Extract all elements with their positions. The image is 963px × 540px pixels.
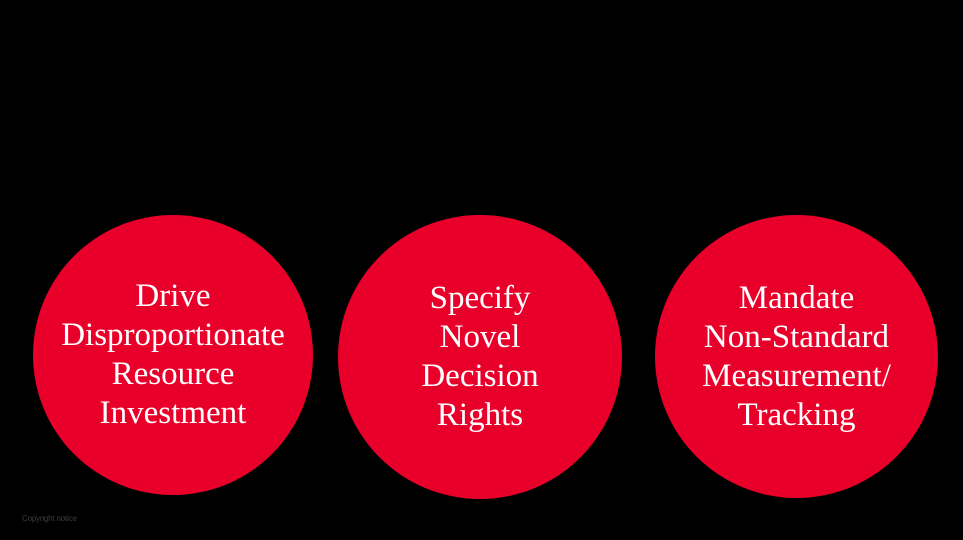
circle-mandate-non-standard-measurement-tracking[interactable]: Mandate Non-Standard Measurement/ Tracki… <box>655 215 938 498</box>
circle-2-label: Specify Novel Decision Rights <box>421 280 539 433</box>
attribution-text: Copyright notice <box>22 514 77 523</box>
circle-3-label: Mandate Non-Standard Measurement/ Tracki… <box>702 279 891 433</box>
circle-drive-disproportionate-resource-investment[interactable]: Drive Disproportionate Resource Investme… <box>33 215 313 495</box>
circle-specify-novel-decision-rights[interactable]: Specify Novel Decision Rights <box>338 215 622 499</box>
circle-1-label: Drive Disproportionate Resource Investme… <box>61 278 285 431</box>
